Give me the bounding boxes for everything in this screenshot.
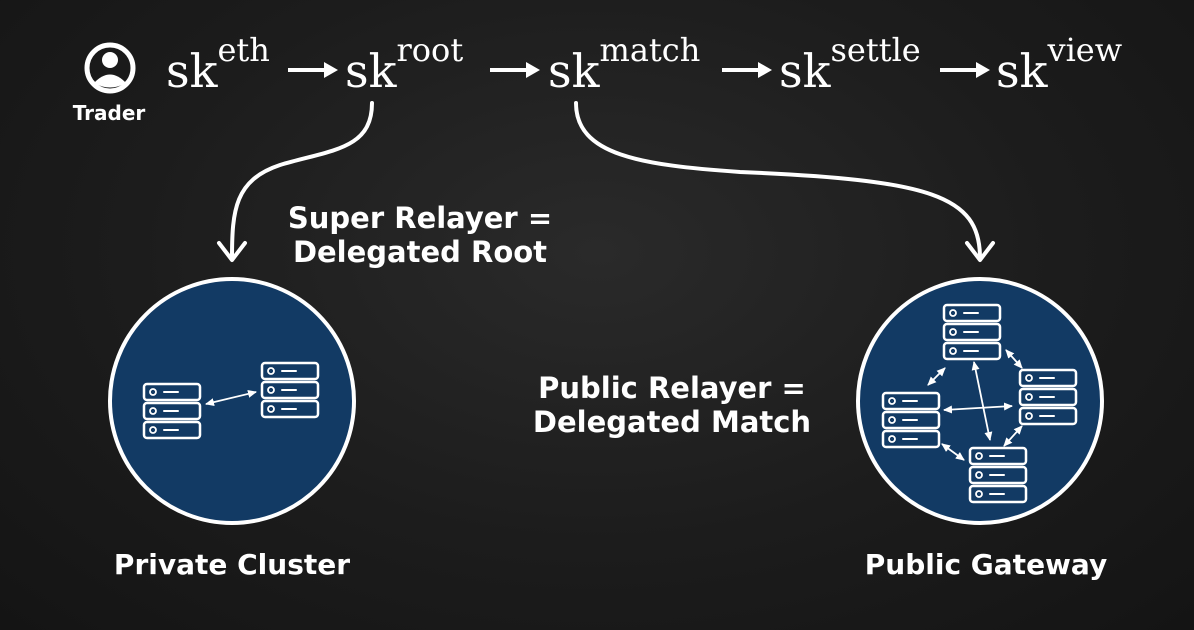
key-sk-match: skmatch <box>548 31 700 98</box>
key-sk-view: skview <box>996 31 1122 98</box>
public-relayer-line1: Public Relayer = <box>538 371 806 405</box>
match-to-gateway-arrow <box>574 101 995 262</box>
key-sk-eth: sketh <box>166 31 270 98</box>
user-circle-icon <box>84 42 136 94</box>
private-cluster-label: Private Cluster <box>114 548 350 581</box>
key-sk-settle: sksettle <box>779 31 921 98</box>
super-relayer-line1: Super Relayer = <box>288 201 552 235</box>
chain-arrow-settle-view <box>940 62 990 78</box>
key-sk-root: skroot <box>345 31 463 98</box>
trader-label: Trader <box>73 101 146 125</box>
key-chain: sketh skroot skmatch sksettle skview <box>166 31 1122 98</box>
server-stack-icon <box>142 361 320 440</box>
chain-arrow-root-match <box>490 62 540 78</box>
super-relayer-line2: Delegated Root <box>293 235 547 269</box>
public-gateway-label: Public Gateway <box>865 548 1107 581</box>
chain-arrow-eth-root <box>288 62 338 78</box>
root-to-cluster-arrow <box>217 101 374 262</box>
private-cluster-node <box>108 277 356 525</box>
public-relayer-line2: Delegated Match <box>533 405 811 439</box>
server-stack-icon <box>881 303 1078 504</box>
chain-arrow-match-settle <box>722 62 772 78</box>
public-gateway-node <box>856 277 1104 525</box>
